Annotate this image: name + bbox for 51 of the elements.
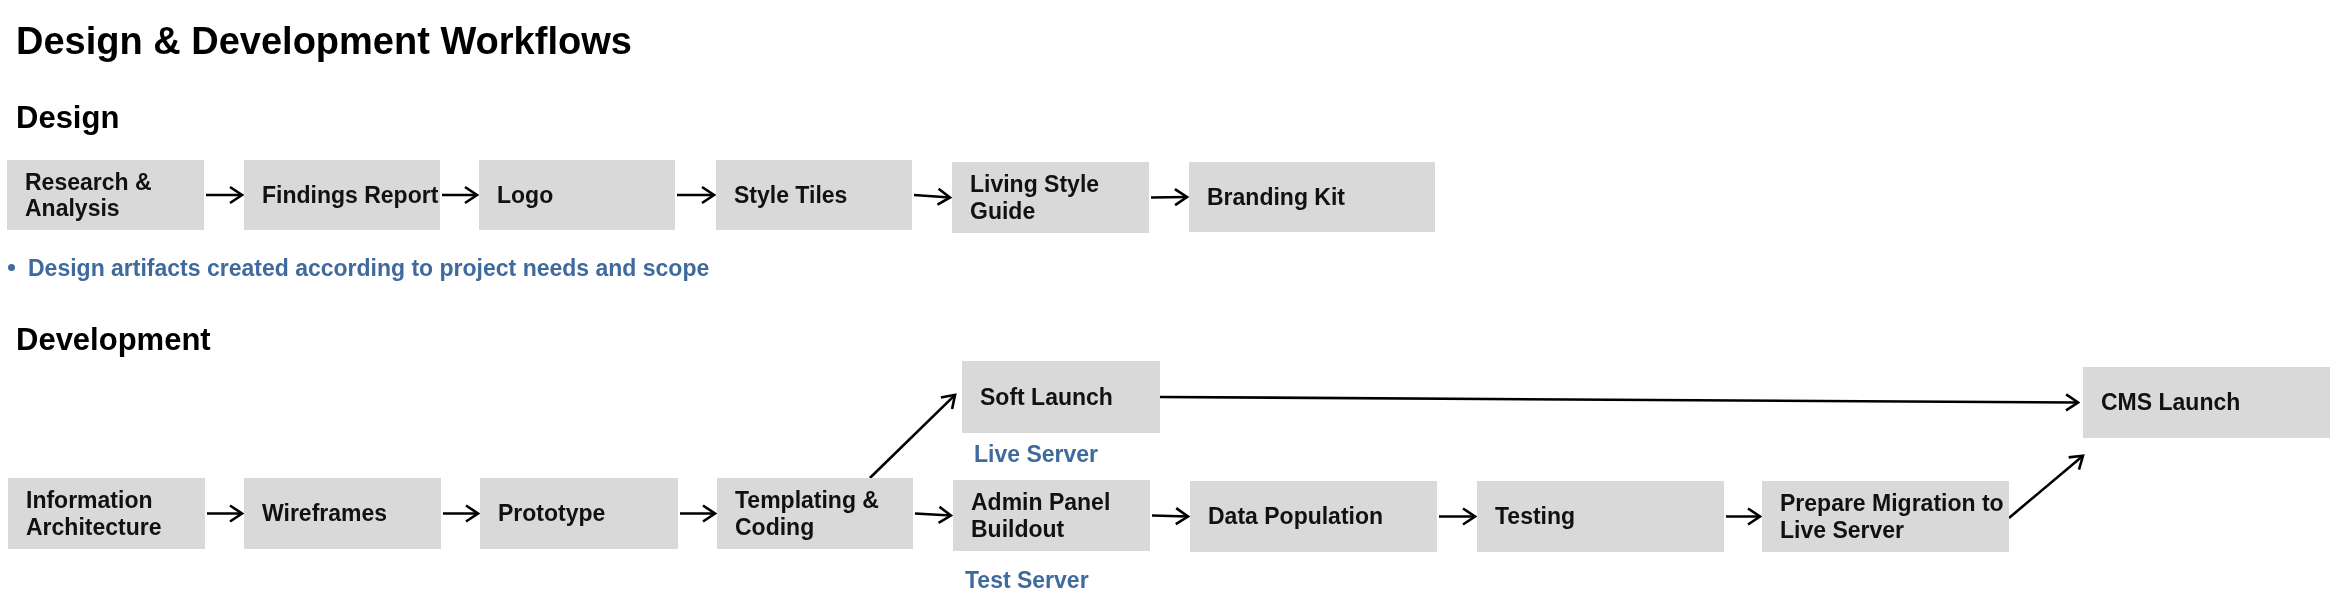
process-box — [244, 478, 441, 549]
box-label: Information Architecture — [26, 487, 163, 540]
note-text: Design artifacts created according to project needs and scope — [28, 255, 710, 282]
process-box — [1190, 481, 1437, 552]
arrow — [1151, 506, 1190, 526]
box-label: Prototype — [498, 500, 606, 527]
process-box — [716, 160, 912, 230]
arrow — [1726, 507, 1762, 526]
arrow — [207, 504, 244, 523]
box-label: Soft Launch — [980, 383, 1113, 411]
process-box — [952, 162, 1149, 233]
arrow — [677, 185, 716, 205]
arrow — [442, 185, 479, 205]
arrow — [1151, 187, 1189, 207]
box-label: Data Population — [1208, 503, 1384, 530]
box-label: Living Style Guide — [970, 171, 1101, 224]
process-box — [2083, 367, 2330, 438]
arrow — [206, 185, 244, 205]
diagram-title: Design & Development Workflows — [16, 20, 632, 63]
box-label: Prepare Migration to Live Server — [1780, 490, 2005, 543]
box-label: Templating & Coding — [735, 487, 880, 540]
arrow — [868, 393, 957, 479]
process-box — [8, 478, 205, 549]
box-label: Wireframes — [262, 500, 388, 527]
box-label: Admin Panel Buildout — [971, 489, 1112, 542]
process-box — [480, 478, 678, 549]
process-box — [717, 478, 913, 549]
arrow — [1439, 507, 1477, 526]
arrow — [1160, 393, 2080, 412]
process-box — [479, 160, 675, 230]
server-label: Test Server — [965, 567, 1089, 594]
box-label: Style Tiles — [734, 181, 848, 209]
section-heading: Design — [16, 100, 120, 136]
process-box — [1477, 481, 1724, 552]
box-label: CMS Launch — [2101, 389, 2241, 416]
arrow — [443, 504, 480, 523]
box-label: Testing — [1495, 503, 1576, 530]
box-label: Logo — [497, 181, 554, 209]
arrow — [913, 187, 952, 206]
process-box — [1189, 162, 1435, 232]
arrow — [680, 504, 717, 523]
section-heading: Development — [16, 322, 211, 358]
box-label: Branding Kit — [1207, 183, 1345, 211]
box-label: Findings Report — [262, 181, 439, 209]
process-box — [7, 160, 204, 230]
process-box — [1762, 481, 2009, 552]
arrow — [2008, 454, 2085, 519]
server-label: Live Server — [974, 441, 1099, 468]
process-box — [244, 160, 440, 230]
arrow — [914, 505, 953, 525]
box-label: Research & Analysis — [25, 168, 153, 222]
